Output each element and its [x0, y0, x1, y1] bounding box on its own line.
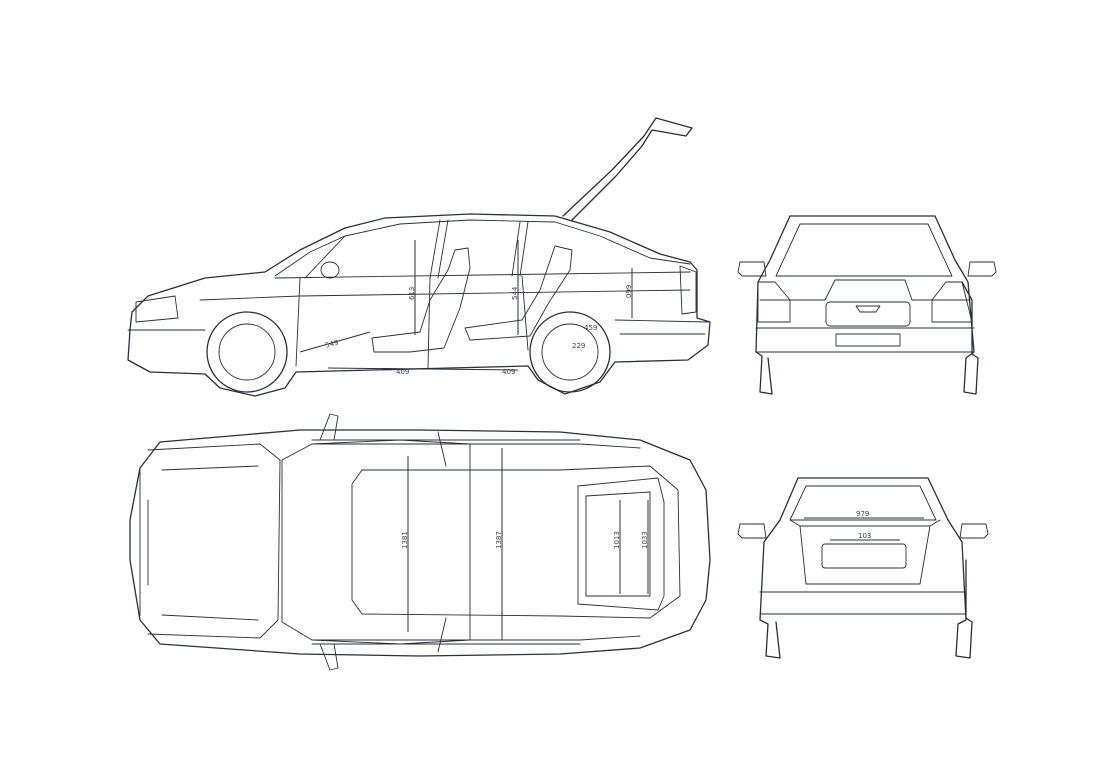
side-door-seams	[295, 275, 529, 369]
rear-open-window	[789, 485, 937, 521]
side-rear-wheel	[529, 311, 611, 393]
side-label-rear-arch: 229	[572, 342, 585, 350]
top-body-outline	[129, 429, 711, 657]
side-headlight	[135, 295, 179, 323]
rear-license-plate-area	[825, 301, 911, 327]
side-beltline	[274, 271, 691, 279]
rear-window	[775, 223, 953, 277]
top-rear-window	[577, 477, 665, 611]
rear-body-outline	[755, 215, 979, 395]
rear-open-cargo-opening	[789, 519, 941, 585]
side-view: 613 544 099 549 459 229 409 409	[127, 117, 711, 397]
rear-view	[737, 215, 997, 395]
rear-emblem	[855, 305, 881, 313]
top-label-boot-outer: 1033	[641, 531, 649, 549]
rear-open-left-mirror	[737, 523, 767, 539]
side-a-pillar	[304, 235, 346, 279]
rear-bumper	[755, 327, 975, 353]
rear-plate	[835, 333, 901, 347]
rear-hatch-panel	[759, 279, 971, 301]
top-label-rear-row: 1387	[495, 531, 503, 549]
rear-open-view: 979 103	[737, 477, 989, 659]
side-rear-bumper	[614, 319, 709, 335]
rear-open-bumper	[759, 591, 967, 615]
side-taillight	[679, 265, 697, 315]
rear-right-taillight	[931, 281, 973, 323]
top-view: 1381 1387 1013 1033	[129, 413, 711, 671]
side-label-sill-front: 409	[396, 368, 409, 376]
top-b-pillar	[437, 431, 447, 653]
side-label-boot: 099	[625, 285, 633, 298]
top-label-front-row: 1381	[401, 531, 409, 549]
top-lower-mirror	[319, 643, 339, 671]
side-label-c-pillar: 544	[511, 286, 519, 300]
top-upper-mirror	[319, 413, 339, 441]
side-window-line	[274, 219, 691, 277]
side-label-b-pillar: 613	[408, 287, 416, 300]
side-rear-hub	[541, 323, 599, 381]
side-body-outline	[127, 213, 711, 397]
rear-open-label-width: 979	[856, 510, 869, 518]
rear-left-taillight	[757, 281, 791, 323]
rear-open-body-outline	[759, 477, 973, 659]
side-label-rear-wheel: 459	[584, 324, 597, 332]
rear-right-mirror	[967, 261, 997, 277]
rear-open-plate-recess	[821, 543, 907, 569]
top-windshield	[281, 439, 471, 645]
side-shoulder-line	[199, 289, 691, 301]
top-roof	[351, 465, 681, 619]
top-lower-sill	[311, 635, 641, 645]
top-front-bumper	[139, 469, 149, 617]
side-dim-floor	[299, 331, 371, 353]
top-upper-sill	[311, 439, 641, 449]
side-label-floor: 549	[324, 339, 339, 350]
side-mirror	[320, 261, 340, 279]
rear-open-right-mirror	[959, 523, 989, 539]
side-dim-sill	[327, 367, 519, 371]
top-rear-window-inner	[585, 491, 651, 597]
side-open-hatch	[562, 117, 693, 221]
side-label-sill-rear: 409	[502, 368, 515, 376]
top-hood-left	[147, 443, 281, 639]
side-c-pillar	[511, 221, 529, 277]
side-front-seat	[371, 247, 471, 353]
top-hood-crease	[161, 465, 259, 621]
rear-left-mirror	[737, 261, 767, 277]
side-rear-seat	[464, 245, 573, 341]
rear-open-label-sill: 103	[858, 532, 871, 540]
top-label-boot-inner: 1013	[613, 531, 621, 549]
side-front-hub	[218, 323, 276, 381]
side-front-wheel	[206, 311, 288, 393]
side-b-pillar	[429, 219, 449, 279]
